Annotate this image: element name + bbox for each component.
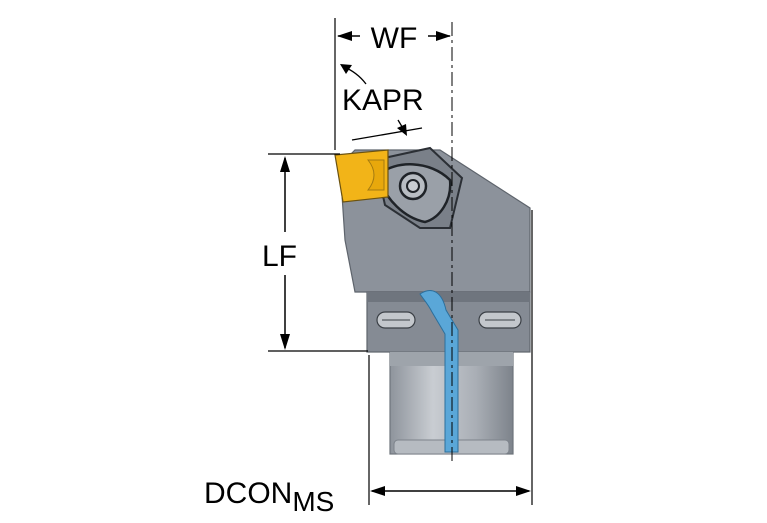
- insert-chipbreaker: [366, 159, 385, 191]
- wf-dimension: WF: [334, 18, 451, 150]
- lf-arrow-top: [280, 156, 290, 172]
- lf-arrow-bottom: [280, 334, 290, 350]
- dcon-dimension: DCONMS: [204, 210, 533, 517]
- kapr-label: KAPR: [342, 84, 424, 117]
- wf-arrow-left: [337, 31, 352, 41]
- dcon-subscript: MS: [292, 486, 334, 517]
- dcon-label: DCONMS: [204, 477, 334, 517]
- lf-dimension: LF: [262, 153, 368, 352]
- dcon-arrow-left: [370, 486, 385, 496]
- kapr-arrow-top: [340, 64, 352, 74]
- kapr-reference-line: [351, 127, 423, 141]
- dcon-arrow-right: [516, 486, 531, 496]
- wf-label: WF: [371, 22, 418, 55]
- block-shade: [367, 292, 530, 302]
- kapr-arrow-bottom: [397, 124, 407, 136]
- lf-label: LF: [262, 240, 297, 273]
- kapr-dimension: KAPR: [340, 64, 424, 141]
- torx-icon: [406, 179, 420, 193]
- dcon-main: DCON: [204, 477, 292, 510]
- wf-arrow-right: [436, 31, 451, 41]
